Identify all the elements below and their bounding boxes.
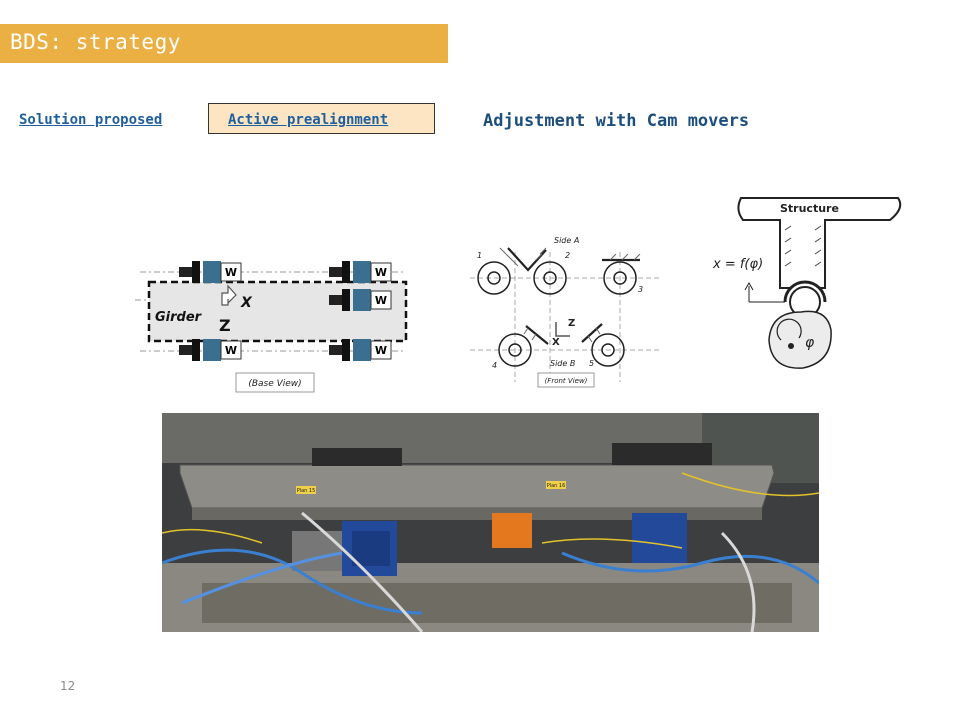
plate-label-box: [546, 481, 566, 489]
cam-equation: x = f(φ): [712, 257, 763, 272]
base-view-caption-box: [235, 372, 315, 393]
plate-label: Plan 15: [297, 488, 316, 494]
base-view-diagram: W W W W W Girder X Z (Base View): [135, 261, 410, 393]
front-view-caption-box: [537, 372, 595, 388]
side-b-label: Side B: [550, 359, 575, 368]
cam-mover-diagram: Structure φ x = f(φ): [712, 197, 902, 369]
page-number: 12: [60, 679, 76, 693]
axis-z-label: Z: [219, 316, 231, 335]
phi-label: φ: [805, 335, 815, 351]
mover-bottom-left: [179, 339, 242, 361]
axis-x-label: X: [240, 295, 253, 311]
roller-number: 5: [589, 359, 594, 368]
axis-arrow-icon: [555, 322, 570, 337]
mover-w-label: W: [225, 266, 237, 279]
active-prealignment-box: Active prealignment: [208, 103, 435, 134]
mover-w-label: W: [375, 266, 387, 279]
active-prealignment-label[interactable]: Active prealignment: [228, 112, 389, 128]
solution-proposed-label[interactable]: Solution proposed: [19, 112, 163, 128]
title-bar: BDS: strategy: [0, 24, 448, 63]
plate-label-box: [296, 486, 316, 494]
front-view-diagram: Side A Side B 1 2 3 4 5 Z X (Front View): [470, 236, 660, 388]
axis-arrow-icon: [221, 284, 237, 306]
mover-w-label: W: [375, 294, 387, 307]
roller-number: 1: [477, 251, 482, 260]
mover-bottom-right: [329, 339, 392, 361]
base-view-caption: (Base View): [248, 379, 301, 389]
girder-label: Girder: [155, 310, 203, 325]
slide-title: BDS: strategy: [10, 30, 181, 54]
mover-middle-right: [329, 289, 392, 311]
mover-top-right: [329, 261, 392, 283]
cam-shape: [768, 310, 832, 369]
axis-x-label: X: [552, 337, 560, 348]
hardware-photo: Plan 15 Plan 16: [162, 413, 819, 632]
cam-movers-heading: Adjustment with Cam movers: [483, 111, 750, 131]
mover-w-label: W: [375, 344, 387, 357]
roller-number: 3: [638, 285, 643, 294]
front-view-caption: (Front View): [545, 377, 588, 385]
structure-shape: [737, 197, 902, 289]
mover-w-label: W: [225, 344, 237, 357]
mover-top-left: [179, 261, 242, 283]
roller-number: 4: [492, 361, 497, 370]
roller-number: 2: [565, 251, 570, 260]
structure-label: Structure: [780, 202, 839, 215]
side-a-label: Side A: [554, 236, 579, 245]
plate-label: Plan 16: [547, 483, 566, 489]
axis-z-label: Z: [568, 318, 575, 329]
